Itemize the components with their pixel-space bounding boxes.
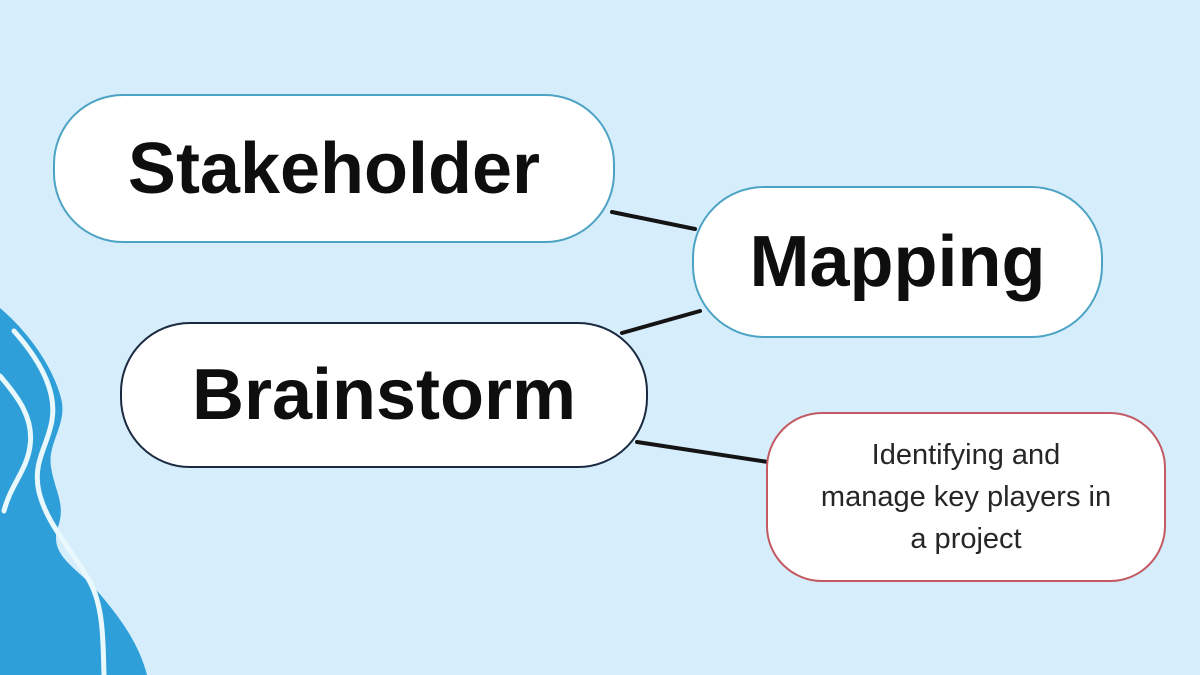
node-brainstorm-label: Brainstorm (191, 355, 577, 435)
wave-line-icon (11, 328, 107, 675)
node-mapping-label: Mapping (749, 222, 1046, 302)
connector-brainstorm-description (635, 440, 770, 464)
node-stakeholder-label: Stakeholder (127, 128, 541, 209)
node-brainstorm: Brainstorm (120, 322, 648, 468)
node-stakeholder: Stakeholder (53, 94, 615, 243)
node-description-line: manage key players in (820, 481, 1112, 513)
node-mapping: Mapping (692, 186, 1103, 338)
node-description-line: a project (910, 523, 1022, 555)
wave-line-icon (0, 373, 34, 514)
connector-brainstorm-mapping (620, 309, 702, 335)
node-description: Identifying and manage key players in a … (766, 412, 1166, 582)
node-description-line: Identifying and (871, 439, 1061, 471)
connector-stakeholder-mapping (610, 210, 697, 231)
wave-blob-shape (0, 308, 147, 675)
